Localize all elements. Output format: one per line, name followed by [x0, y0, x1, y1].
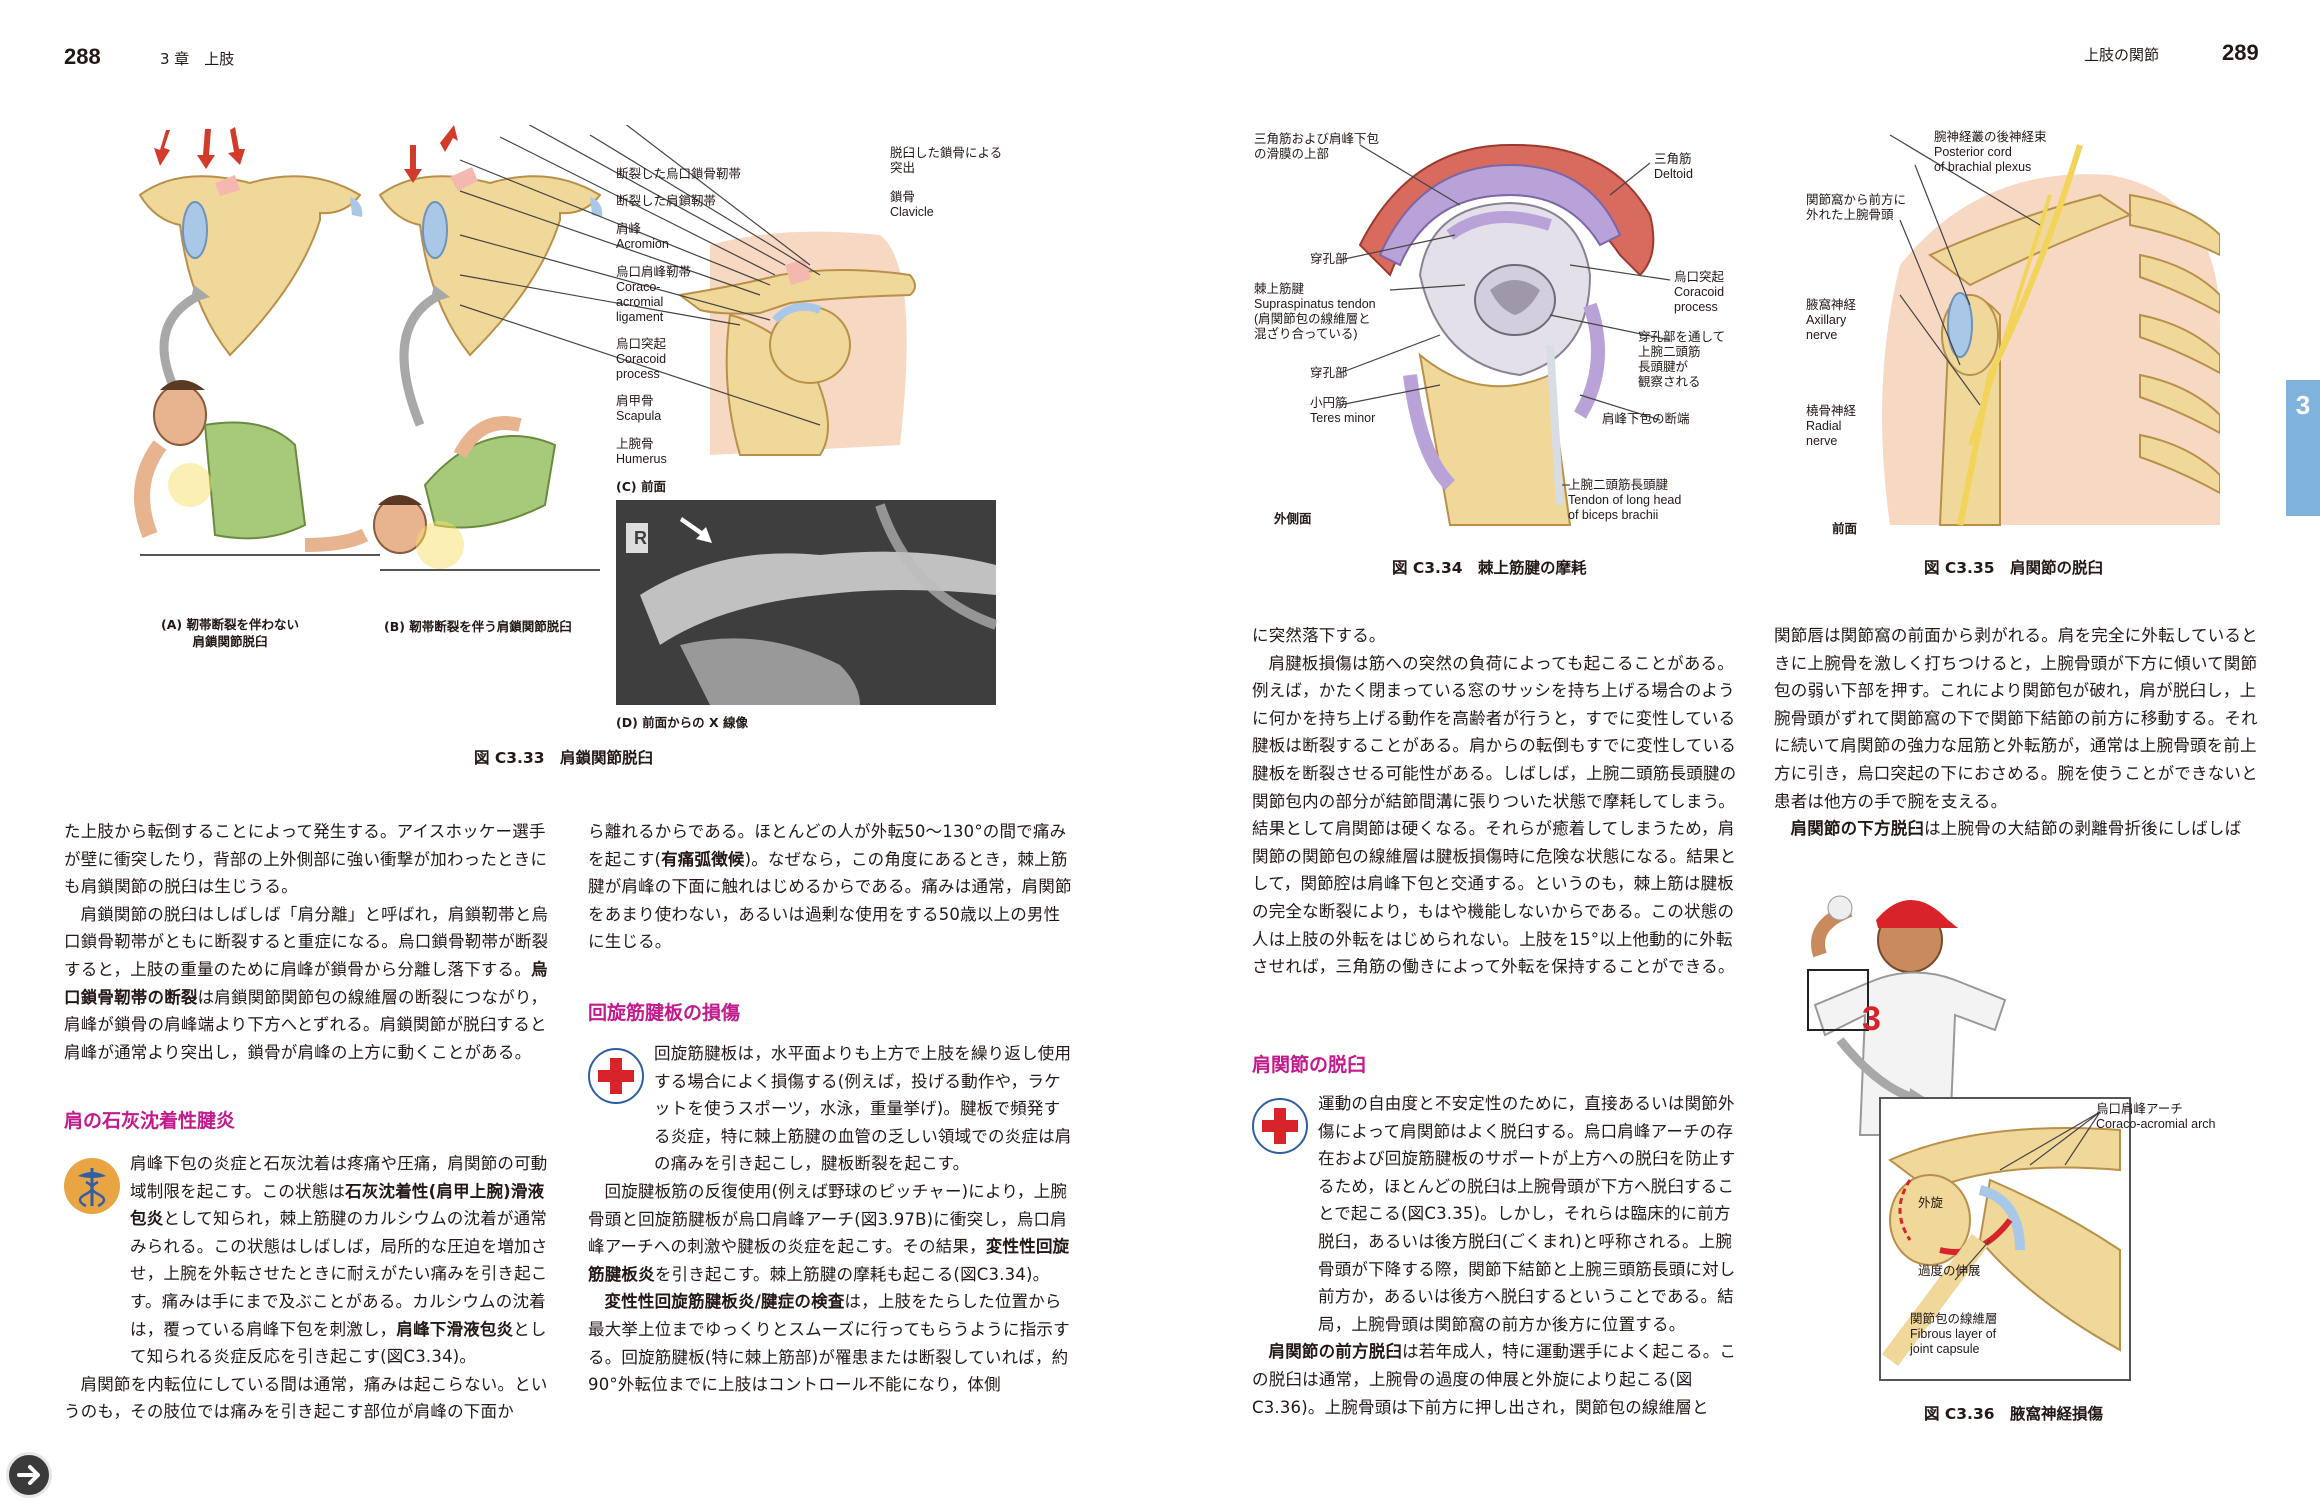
paragraph: 回旋筋腱板は，水平面よりも上方で上肢を繰り返し使用する場合によく損傷する(例えば…: [654, 1044, 1072, 1174]
axillary-nerve-injury-illustration: [1807, 895, 2131, 1381]
xray-side-marker: R: [634, 528, 647, 548]
shoulder-dislocation-text: 運動の自由度と不安定性のために，直接あるいは関節外傷によって肩関節はよく脱臼する…: [1252, 1090, 1738, 1421]
left-running-head: 3 章 上肢: [160, 50, 235, 68]
label-ruptured-acromioclavicular: 断裂した肩鎖靭帯: [616, 194, 717, 208]
right-running-head: 上肢の関節: [2084, 46, 2160, 64]
shoulder-c-drawing: [677, 259, 916, 456]
figure-c3-35: [1800, 125, 2221, 545]
paragraph: ら離れるからである。ほとんどの人が外転50〜130°の間で痛みを起こす(有痛弧徴…: [588, 822, 1072, 952]
fig35-view-label: 前面: [1832, 521, 1858, 536]
scapula-a-drawing: [138, 175, 363, 357]
paragraph: 肩関節を内転位にしている間は通常，痛みは起こらない。というのも，その肢位では痛み…: [64, 1374, 548, 1422]
right-page-number: 289: [2222, 40, 2259, 65]
figure-c3-36-caption: 図 C3.36 腋窩神経損傷: [1924, 1405, 2104, 1423]
calcific-tendinitis-text: 肩峰下包の炎症と石灰沈着は疼痛や圧痛，肩関節の可動域制限を起こす。この状態は石灰…: [64, 1150, 550, 1426]
figure-c3-33-caption: 図 C3.33 肩鎖関節脱臼: [474, 749, 654, 767]
left-column-2: ら離れるからである。ほとんどの人が外転50〜130°の間で痛みを起こす(有痛弧徴…: [588, 818, 1074, 956]
paragraph: 肩腱板損傷は筋への突然の負荷によっても起こることがある。例えば，かたく閉まってい…: [1252, 653, 1737, 977]
label-biceps-through-perforation: 穿孔部を通して上腕二頭筋長頭腱が観察される: [1638, 330, 1726, 389]
label-external-rotation: 外旋: [1918, 1196, 1944, 1210]
first-aid-cross-icon: [1252, 1098, 1308, 1154]
label-subacromial-bursa-edge: 肩峰下包の断端: [1602, 412, 1690, 426]
figure-c3-34-caption: 図 C3.34 棘上筋腱の摩耗: [1392, 559, 1587, 577]
next-page-arrow-icon: [17, 1465, 40, 1485]
supraspinatus-wear-illustration: [1339, 143, 1671, 526]
label-hyperextension: 過度の伸展: [1918, 1264, 1981, 1278]
jersey-number: 3: [1862, 1000, 1881, 1038]
paragraph: 肩鎖関節の脱臼はしばしば「肩分離」と呼ばれ，肩鎖靭帯と烏口鎖骨靭帯がともに断裂す…: [64, 904, 549, 1062]
xray-image: [616, 500, 998, 705]
left-column-1: た上肢から転倒することによって発生する。アイスホッケー選手が壁に衝突したり，背部…: [64, 818, 550, 1066]
panel-b-label: (B) 靭帯断裂を伴う肩鎖関節脱臼: [384, 619, 572, 634]
figure-c3-36: [1780, 880, 2160, 1400]
figure-c3-35-caption: 図 C3.35 肩関節の脱臼: [1924, 559, 2104, 577]
paragraph: た上肢から転倒することによって発生する。アイスホッケー選手が壁に衝突したり，背部…: [64, 822, 548, 897]
first-aid-cross-icon: [588, 1048, 644, 1104]
traction-arrows-a: [154, 127, 245, 169]
paragraph: 肩峰下包の炎症と石灰沈着は疼痛や圧痛，肩関節の可動域制限を起こす。この状態は石灰…: [130, 1154, 548, 1367]
label-deltoid-synovium: 三角筋および肩峰下包の滑膜の上部: [1254, 132, 1380, 161]
paragraph: 肩関節の下方脱臼は上腕骨の大結節の剥離骨折後にしばしば: [1790, 819, 2242, 839]
panel-c-label: (C) 前面: [616, 479, 666, 494]
inset-anatomy: [1882, 1127, 2121, 1366]
section-title-rotator-cuff-injury: 回旋筋腱板の損傷: [588, 1002, 741, 1024]
right-column-4: 関節唇は関節窩の前面から剥がれる。肩を完全に外転しているときに上腕骨を激しく打ち…: [1774, 622, 2260, 843]
rotator-cuff-text: 回旋筋腱板は，水平面よりも上方で上肢を繰り返し使用する場合によく損傷する(例えば…: [588, 1040, 1074, 1399]
next-page-button[interactable]: [6, 1452, 52, 1498]
label-ruptured-coracoclavicular: 断裂した烏口鎖骨靭帯: [616, 167, 742, 181]
figure-c3-33: [120, 96, 1020, 775]
label-perforation-1: 穿孔部: [1310, 252, 1348, 266]
fig34-view-label: 外側面: [1274, 511, 1312, 526]
figure-falling-b: [373, 416, 600, 571]
left-page-number: 288: [64, 44, 101, 69]
traction-arrows-b: [404, 125, 458, 183]
panel-a-label: (A) 靭帯断裂を伴わない肩鎖関節脱臼: [161, 617, 299, 649]
paragraph: 肩関節の前方脱臼は若年成人，特に運動選手によく起こる。この脱臼は通常，上腕骨の過…: [1252, 1342, 1737, 1417]
figure-falling-a: [134, 380, 380, 556]
paragraph: に突然落下する。: [1252, 626, 1386, 645]
paragraph: 回旋腱板筋の反復使用(例えば野球のピッチャー)により，上腕骨頭と回旋筋腱板が烏口…: [588, 1181, 1070, 1284]
paragraph: 運動の自由度と不安定性のために，直接あるいは関節外傷によって肩関節はよく脱臼する…: [1318, 1094, 1736, 1334]
paragraph: 関節唇は関節窩の前面から剥がれる。肩を完全に外転しているときに上腕骨を激しく打ち…: [1774, 626, 2258, 811]
pitcher-drawing: [1807, 895, 2007, 1136]
label-perforation-2: 穿孔部: [1310, 366, 1348, 380]
chapter-tab[interactable]: 3: [2286, 380, 2320, 516]
section-title-shoulder-dislocation: 肩関節の脱臼: [1252, 1054, 1367, 1076]
label-clavicle-protrusion: 脱臼した鎖骨による突出: [890, 146, 1003, 175]
right-column-3: に突然落下する。 肩腱板損傷は筋への突然の負荷によっても起こることがある。例えば…: [1252, 622, 1738, 981]
label-humeral-head-dislocated: 関節窩から前方に外れた上腕骨頭: [1806, 193, 1907, 222]
caduceus-icon: [64, 1158, 120, 1214]
paragraph: 変性性回旋筋腱板炎/腱症の検査は，上肢をたらした位置から最大挙上位までゆっくりと…: [588, 1292, 1070, 1395]
figure-c3-34: [1250, 125, 1770, 545]
panel-d-label: (D) 前面からの X 線像: [616, 715, 748, 730]
shoulder-dislocation-illustration: [1882, 134, 2221, 526]
section-title-calcific-tendinitis: 肩の石灰沈着性腱炎: [64, 1110, 236, 1132]
ac-dislocation-illustration: [134, 96, 998, 705]
